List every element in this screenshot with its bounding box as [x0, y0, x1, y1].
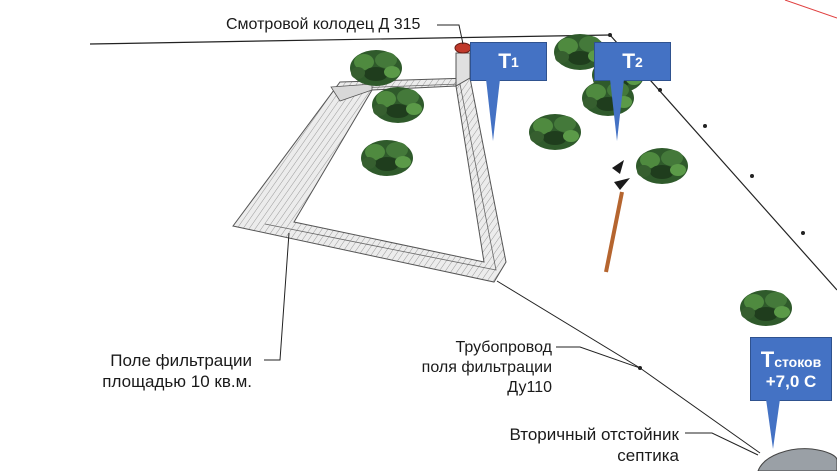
boundary-markers [608, 33, 805, 235]
callout-t2-sub: 2 [635, 53, 643, 70]
inspection-well-label: Смотровой колодец Д 315 [226, 16, 421, 33]
callout-t-stokov: Tстоков +7,0 C [750, 337, 832, 449]
pipeline-label-line2: поля фильтрации [421, 359, 552, 376]
pipeline-label-line1: Трубопровод [455, 339, 553, 356]
callout-t2-letter: T [622, 49, 636, 73]
leader-tank [685, 432, 759, 456]
callout-t1-sub: 1 [511, 53, 519, 70]
boundary-line-top [89, 34, 611, 45]
secondary-tank-label-line1: Вторичный отстойник [509, 425, 679, 444]
bush [372, 87, 424, 123]
red-edge-line [784, 0, 837, 19]
pole [604, 191, 624, 273]
filter-field-label: Поле фильтрации площадью 10 кв.м. [102, 350, 252, 393]
pipeline-line [496, 280, 641, 369]
pipe-point [638, 366, 642, 370]
pipeline-line-2 [639, 367, 761, 454]
callout-t-stokov-title: Tстоков [761, 347, 821, 372]
leader-pipe [556, 346, 641, 369]
bush [350, 50, 402, 86]
bush [361, 140, 413, 176]
secondary-tank-label-line2: септика [617, 446, 679, 466]
callout-t1-pointer [486, 79, 500, 141]
callout-t-stokov-letter: T [760, 346, 775, 372]
callout-t2-pointer [610, 79, 624, 141]
bush [636, 148, 688, 184]
callout-t-stokov-pointer [766, 399, 780, 449]
bird-icon [612, 160, 630, 190]
bush [529, 114, 581, 150]
filter-field-label-line2: площадью 10 кв.м. [102, 372, 252, 392]
callout-t-stokov-box: Tстоков +7,0 C [750, 337, 832, 401]
callout-t-stokov-sub: стоков [774, 353, 822, 370]
leader-field [264, 232, 290, 361]
filter-field-label-line1: Поле фильтрации [110, 351, 252, 370]
callout-t-stokov-value: +7,0 C [765, 371, 817, 391]
inspection-well-cap [454, 42, 472, 54]
secondary-tank-label: Вторичный отстойник септика [509, 424, 679, 467]
pipeline-label: Трубопровод поля фильтрации Ду110 [422, 338, 552, 398]
leader-well [437, 24, 464, 45]
pipeline-label-line3: Ду110 [507, 379, 552, 396]
septic-tank [757, 448, 837, 471]
callout-t1-letter: T [498, 49, 512, 73]
bush [582, 80, 634, 116]
filtration-field [232, 52, 507, 283]
bush [740, 290, 792, 326]
